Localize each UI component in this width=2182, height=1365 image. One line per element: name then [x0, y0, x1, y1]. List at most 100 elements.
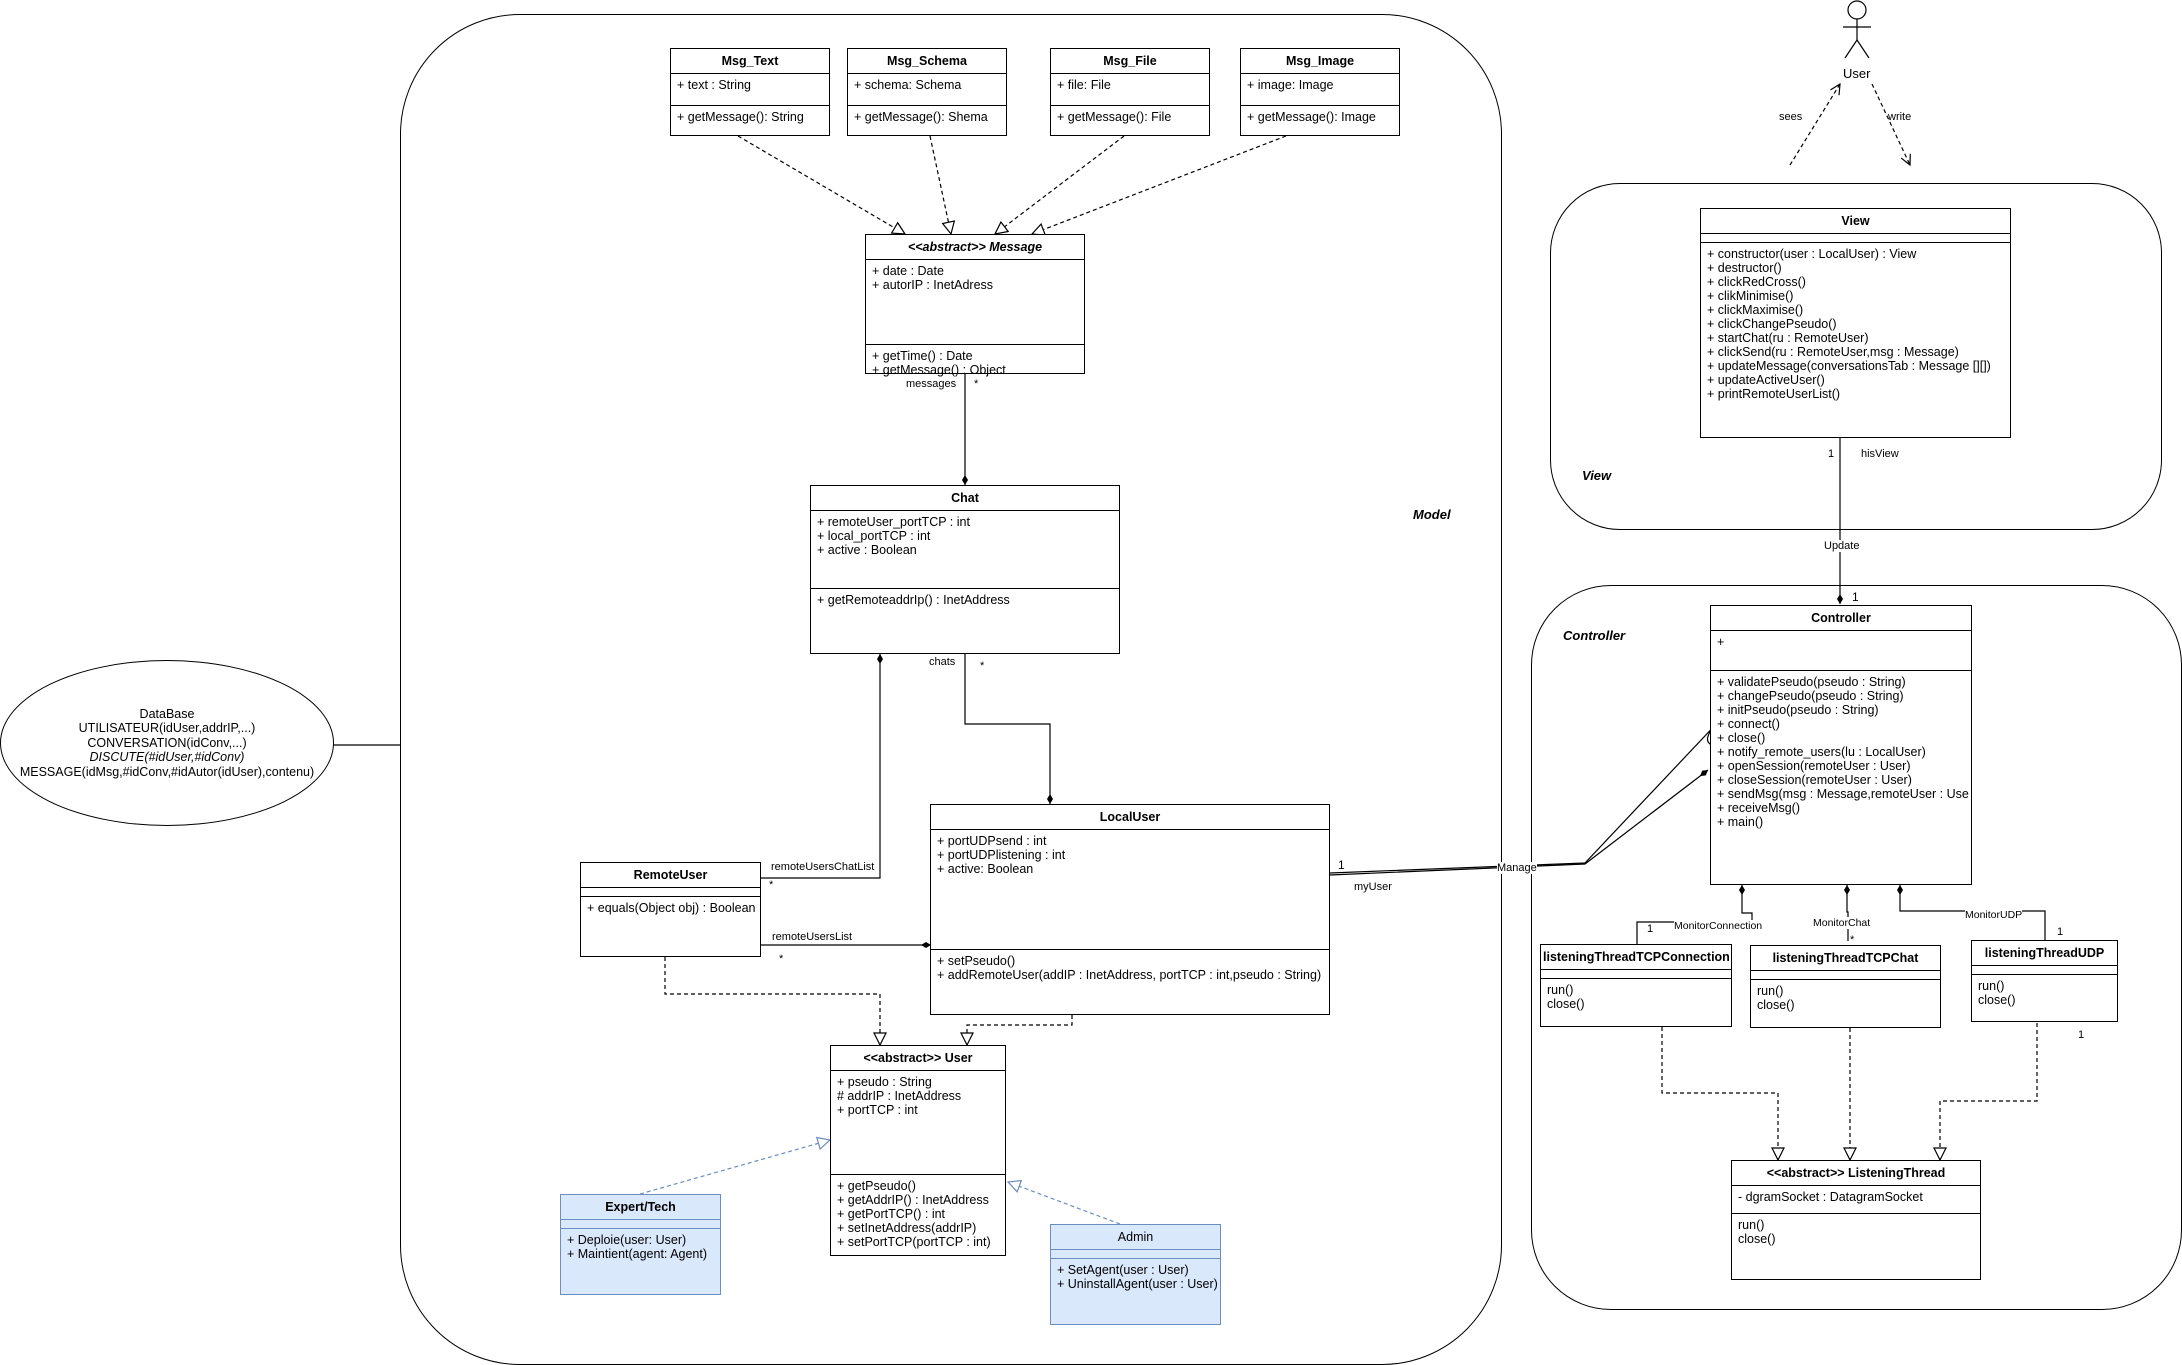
msg-file-class[interactable]: Msg_File + file: File + getMessage(): Fi…: [1050, 48, 1210, 136]
database-ellipse: DataBase UTILISATEUR(idUser,addrIP,...) …: [0, 660, 334, 826]
class-operation: + openSession(remoteUser : User): [1717, 759, 1911, 773]
msg-text-class[interactable]: Msg_Text + text : String + getMessage():…: [670, 48, 830, 136]
class-attribute: + remoteUser_portTCP : int: [817, 515, 970, 529]
class-name: <<abstract>> Message: [866, 235, 1084, 260]
model-package-label: Model: [1413, 507, 1451, 522]
remoteuserschatlist-role-label: remoteUsersChatList: [771, 861, 875, 873]
class-operation: + clickChangePseudo(): [1707, 317, 1837, 331]
message-class[interactable]: <<abstract>> Message + date : Date + aut…: [865, 234, 1085, 377]
class-operation: + getRemoteaddrIp() : InetAddress: [817, 593, 1010, 607]
database-title: DataBase: [139, 706, 195, 721]
msg-image-class[interactable]: Msg_Image + image: Image + getMessage():…: [1240, 48, 1400, 136]
database-table-utilisateur: UTILISATEUR(idUser,addrIP,...): [78, 721, 256, 736]
database-table-conversation: CONVERSATION(idConv,...): [87, 735, 247, 750]
abstract-user-class[interactable]: <<abstract>> User + pseudo : String # ad…: [830, 1045, 1006, 1256]
class-name: Msg_Image: [1241, 49, 1399, 74]
remoteuserschatlist-multiplicity: *: [769, 879, 774, 891]
class-attribute: + file: File: [1057, 78, 1111, 92]
class-operation: + setInetAddress(addrIP): [837, 1221, 977, 1235]
class-operation: + sendMsg(msg : Message,remoteUser : Use: [1717, 787, 1969, 801]
class-operation: + getMessage() : Object: [872, 363, 1006, 377]
remoteuser-class[interactable]: RemoteUser + equals(Object obj) : Boolea…: [580, 862, 761, 957]
view-class[interactable]: View + constructor(user : LocalUser) : V…: [1700, 208, 2011, 438]
class-name: Msg_Schema: [848, 49, 1006, 74]
class-operation: + getTime() : Date: [872, 349, 973, 363]
class-attribute: + portUDPlistening : int: [937, 848, 1066, 862]
class-operation: close(): [1547, 997, 1585, 1011]
class-name: <<abstract>> User: [831, 1046, 1005, 1071]
class-name: Chat: [811, 486, 1119, 511]
chats-multiplicity: *: [980, 660, 985, 672]
monitor-udp-label: MonitorUDP: [1965, 909, 2023, 921]
class-name: LocalUser: [931, 805, 1329, 830]
class-operation: + getPseudo(): [837, 1179, 916, 1193]
listeningthread-tcpconnection-class[interactable]: listeningThreadTCPConnection run() close…: [1540, 944, 1732, 1027]
user-actor: [1840, 0, 1874, 76]
admin-class[interactable]: Admin + SetAgent(user : User) + Uninstal…: [1050, 1224, 1221, 1325]
class-operation: run(): [1757, 984, 1784, 998]
chats-role-label: chats: [929, 656, 956, 668]
class-attribute: + autorIP : InetAdress: [872, 278, 994, 292]
expert-tech-class[interactable]: Expert/Tech + Deploie(user: User) + Main…: [560, 1194, 721, 1295]
abstract-listeningthread-class[interactable]: <<abstract>> ListeningThread - dgramSock…: [1731, 1160, 1981, 1280]
class-operation: + getMessage(): Image: [1247, 110, 1376, 124]
monitor-udp-multiplicity: 1: [2057, 926, 2064, 938]
thread-realization-lines: [1661, 1023, 2038, 1160]
monitor-connection-multiplicity: 1: [1647, 923, 1654, 935]
listeningthread-tcpchat-class[interactable]: listeningThreadTCPChat run() close(): [1750, 945, 1941, 1028]
class-operation: close(): [1738, 1232, 1776, 1246]
class-operation: + setPseudo(): [937, 954, 1016, 968]
class-operation: + Deploie(user: User): [567, 1233, 687, 1247]
msg-schema-class[interactable]: Msg_Schema + schema: Schema + getMessage…: [847, 48, 1007, 136]
class-attribute: + text : String: [677, 78, 751, 92]
class-operation: + clickSend(ru : RemoteUser,msg : Messag…: [1707, 345, 1959, 359]
class-operation: + receiveMsg(): [1717, 801, 1801, 815]
actor-name: User: [1843, 66, 1871, 81]
role-generalization-lines: [639, 1140, 1121, 1225]
class-operation: + printRemoteUserList(): [1707, 387, 1841, 401]
class-operation: run(): [1978, 979, 2005, 993]
class-name: View: [1701, 209, 2010, 234]
manage-line: [1329, 769, 1709, 876]
class-name: Controller: [1711, 606, 1971, 631]
listeningthread-udp-class[interactable]: listeningThreadUDP run() close(): [1971, 940, 2118, 1022]
sees-label: sees: [1779, 111, 1803, 123]
class-operation: + clikMinimise(): [1707, 289, 1794, 303]
class-operation: + SetAgent(user : User): [1057, 1263, 1189, 1277]
class-attribute: + portUDPsend : int: [937, 834, 1047, 848]
controller-class[interactable]: Controller + + validatePseudo(pseudo : S…: [1710, 605, 1972, 885]
class-operation: + destructor(): [1707, 261, 1782, 275]
class-name: Msg_File: [1051, 49, 1209, 74]
localuser-class[interactable]: LocalUser + portUDPsend : int + portUDPl…: [930, 804, 1330, 1015]
class-operation: close(): [1978, 993, 2016, 1007]
class-name: <<abstract>> ListeningThread: [1732, 1161, 1980, 1186]
hisview-multiplicity: 1: [1828, 448, 1835, 460]
messages-role-label: messages: [906, 378, 957, 390]
class-attribute: +: [1717, 635, 1725, 649]
class-operation: + startChat(ru : RemoteUser): [1707, 331, 1869, 345]
manage-multiplicity: 1: [1338, 858, 1345, 872]
controller-package-label: Controller: [1563, 628, 1626, 643]
class-attribute: + date : Date: [872, 264, 944, 278]
update-multiplicity: 1: [1852, 590, 1859, 604]
class-name: Admin: [1051, 1225, 1220, 1250]
view-package: [1550, 183, 2162, 530]
manage-label: Manage: [1497, 862, 1537, 874]
class-name: Expert/Tech: [561, 1195, 720, 1220]
class-attribute: + active : Boolean: [817, 543, 917, 557]
class-operation: close(): [1757, 998, 1795, 1012]
actor-dependency-lines: [1789, 84, 1910, 165]
remoteuserslist-multiplicity: *: [779, 953, 784, 965]
write-label: write: [1888, 111, 1912, 123]
monitor-connection-label: MonitorConnection: [1674, 920, 1763, 932]
class-operation: + changePseudo(pseudo : String): [1717, 689, 1904, 703]
messages-multiplicity: *: [974, 378, 979, 390]
class-attribute: + active: Boolean: [937, 862, 1034, 876]
chat-class[interactable]: Chat + remoteUser_portTCP : int + local_…: [810, 485, 1120, 654]
monitor-chat-label: MonitorChat: [1813, 917, 1871, 929]
class-operation: + getPortTCP() : int: [837, 1207, 946, 1221]
class-operation: + updateActiveUser(): [1707, 373, 1825, 387]
database-table-discute: DISCUTE(#idUser,#idConv): [89, 750, 245, 765]
class-operation: + validatePseudo(pseudo : String): [1717, 675, 1906, 689]
